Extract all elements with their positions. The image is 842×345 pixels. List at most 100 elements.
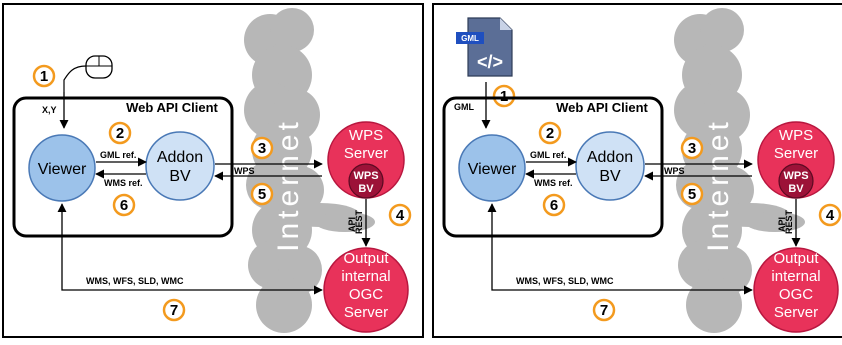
api-label: API [777, 217, 787, 232]
step-marker-1: 1 [32, 64, 56, 88]
cloud-part [315, 212, 375, 232]
internet-label: Internet [272, 118, 305, 252]
wps-bv-node [778, 163, 814, 199]
ogc-services-arrow [487, 203, 753, 295]
step-number: 5 [258, 186, 266, 203]
step-marker-3: 3 [250, 136, 274, 160]
step-number: 4 [396, 207, 405, 224]
output-server-label-2: internal [771, 268, 820, 285]
wps-server-label-1: WPS [779, 127, 813, 144]
wps-server-label-2: Server [774, 145, 818, 162]
step-marker-5: 5 [250, 182, 274, 206]
step-ring [538, 121, 562, 145]
step-number: 1 [40, 68, 48, 85]
output-server-node [753, 247, 839, 333]
output-server-label-4: Server [774, 304, 818, 321]
mouse-icon [63, 55, 113, 92]
api-label: API [347, 217, 357, 232]
step-marker-5: 5 [680, 182, 704, 206]
rest-label: REST [354, 209, 364, 234]
output-server-node [323, 247, 409, 333]
input-arrow-label: X,Y [42, 105, 57, 115]
viewer-node [28, 134, 96, 202]
viewer-node [458, 134, 526, 202]
step-number: 3 [258, 140, 266, 157]
step-marker-4: 4 [818, 203, 842, 227]
output-server-label-3: OGC [349, 286, 383, 303]
bv-label: BV [599, 168, 621, 185]
output-server-label-3: OGC [779, 286, 813, 303]
step-number: 5 [688, 186, 696, 203]
internet-label: Internet [702, 118, 735, 252]
wms-ref-label: WMS ref. [534, 178, 573, 188]
gml-badge [456, 32, 484, 44]
gml-ref-label: GML ref. [100, 150, 136, 160]
rest-label: REST [784, 209, 794, 234]
cloud-part [270, 8, 314, 52]
step-ring [818, 203, 842, 227]
step-number: 2 [116, 125, 124, 142]
wps-bv-label-1: WPS [353, 170, 378, 182]
input-arrow-label: GML [454, 102, 474, 112]
step-marker-4: 4 [388, 203, 412, 227]
step-number: 6 [550, 197, 558, 214]
step-number: 6 [120, 197, 128, 214]
client-title: Web API Client [126, 100, 218, 115]
wps-bv-node [348, 163, 384, 199]
wps-bv-label-2: BV [358, 183, 374, 195]
step-ring [108, 121, 132, 145]
output-server-label-1: Output [773, 250, 819, 267]
step-ring [250, 136, 274, 160]
step-ring [492, 84, 516, 108]
step-number: 7 [170, 302, 178, 319]
step-number: 2 [546, 125, 554, 142]
ogc-services-arrow [57, 203, 323, 295]
step-marker-6: 6 [542, 193, 566, 217]
cloud-part [686, 277, 742, 333]
step-ring [680, 136, 704, 160]
viewer-label: Viewer [38, 161, 87, 178]
wps-bv-label-2: BV [788, 183, 804, 195]
wps-label: WPS [234, 166, 255, 176]
step-marker-2: 2 [108, 121, 132, 145]
bv-label: BV [169, 168, 191, 185]
wms-ref-label: WMS ref. [104, 178, 143, 188]
step-ring [162, 298, 186, 322]
addon-bv-node [145, 131, 215, 201]
step-marker-1: 1 [492, 84, 516, 108]
addon-bv-node [575, 131, 645, 201]
step-number: 3 [688, 140, 696, 157]
wps-server-label-1: WPS [349, 127, 383, 144]
gml-ref-label: GML ref. [530, 150, 566, 160]
services-label: WMS, WFS, SLD, WMC [516, 276, 614, 286]
step-number: 7 [600, 302, 608, 319]
output-server-label-4: Server [344, 304, 388, 321]
step-ring [592, 298, 616, 322]
step-marker-7: 7 [592, 298, 616, 322]
mouse-cable [63, 65, 87, 92]
step-marker-6: 6 [112, 193, 136, 217]
client-title: Web API Client [556, 100, 648, 115]
wps-server-label-2: Server [344, 145, 388, 162]
step-marker-7: 7 [162, 298, 186, 322]
code-glyph: </> [477, 52, 503, 72]
addon-label: Addon [157, 149, 203, 166]
wps-bv-label-1: WPS [783, 170, 808, 182]
viewer-label: Viewer [468, 161, 517, 178]
cloud-part [745, 212, 805, 232]
addon-label: Addon [587, 149, 633, 166]
step-ring [32, 64, 56, 88]
step-marker-2: 2 [538, 121, 562, 145]
step-number: 4 [826, 207, 835, 224]
gml-badge-label: GML [461, 34, 479, 43]
cloud-part [256, 277, 312, 333]
gml-file-icon: GML </> [456, 17, 513, 77]
step-ring [388, 203, 412, 227]
output-server-label-2: internal [341, 268, 390, 285]
services-label: WMS, WFS, SLD, WMC [86, 276, 184, 286]
wps-label: WPS [664, 166, 685, 176]
output-server-label-1: Output [343, 250, 389, 267]
